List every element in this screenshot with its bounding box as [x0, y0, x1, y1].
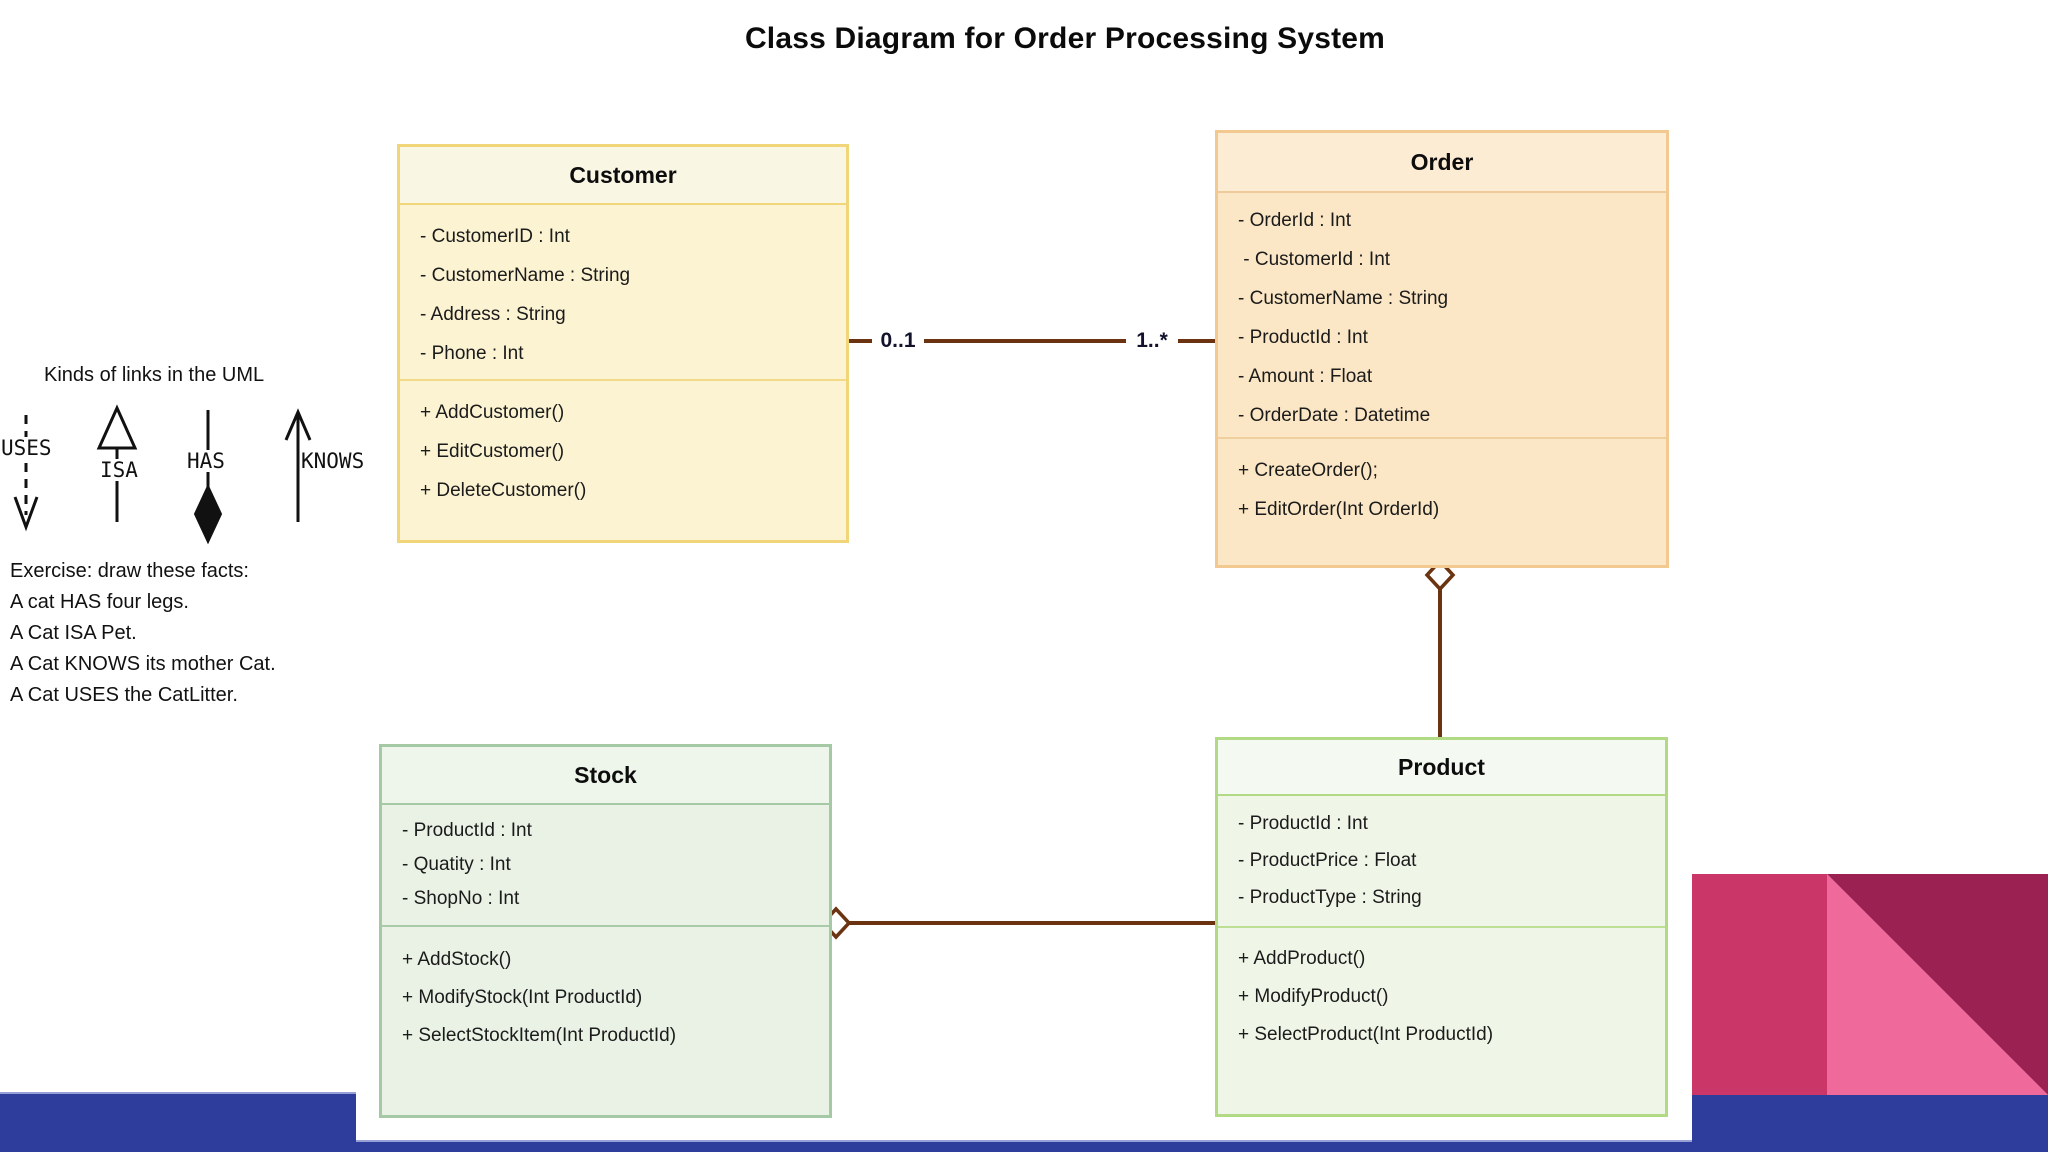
class-attributes: - ProductId : Int - Quatity : Int - ShopNo…: [382, 805, 829, 927]
class-methods: + AddCustomer() + EditCustomer() + DeleteC…: [400, 381, 846, 510]
method-row: + AddCustomer(): [420, 402, 565, 423]
pink-rectangle: [1692, 874, 1827, 1095]
method-row: + SelectStockItem(Int ProductId): [402, 1025, 677, 1046]
uses-label: USES: [0, 436, 53, 460]
method-row: + ModifyProduct(): [1238, 986, 1389, 1007]
knows-label: KNOWS: [300, 449, 366, 473]
attribute-row: - OrderDate : Datetime: [1238, 405, 1431, 426]
exercise-facts: A cat HAS four legs. A Cat ISA Pet. A Cat …: [10, 587, 276, 711]
multiplicity-customer-side: 0..1: [872, 326, 924, 356]
attribute-row: - Quatity : Int: [402, 854, 511, 875]
class-methods: + AddProduct() + ModifyProduct() + SelectP…: [1218, 928, 1665, 1054]
method-row: + AddStock(): [402, 949, 512, 970]
page-title: Class Diagram for Order Processing Syste…: [744, 22, 1386, 55]
class-name: Product: [1218, 740, 1665, 796]
attribute-row: - ProductPrice : Float: [1238, 850, 1417, 871]
attribute-row: - OrderId : Int: [1238, 210, 1351, 231]
bottom-bar-left: [0, 1092, 356, 1152]
class-box-order: Order - OrderId : Int - CustomerId : Int…: [1215, 130, 1669, 568]
has-label: HAS: [186, 449, 226, 473]
bottom-strip: [356, 1140, 2048, 1152]
class-name: Customer: [400, 147, 846, 205]
attribute-row: - ProductId : Int: [1238, 327, 1368, 348]
method-row: + CreateOrder();: [1238, 460, 1378, 481]
attribute-row: - CustomerId : Int: [1238, 249, 1391, 270]
exercise-fact: A Cat KNOWS its mother Cat.: [10, 653, 276, 675]
pink-square: [1827, 874, 2048, 1095]
method-row: + EditOrder(Int OrderId): [1238, 499, 1440, 520]
attribute-row: - CustomerID : Int: [420, 226, 570, 247]
exercise-intro: Exercise: draw these facts:: [10, 560, 249, 582]
knows-arrow-icon: [284, 408, 312, 522]
exercise-fact: A Cat ISA Pet.: [10, 622, 137, 644]
class-box-product: Product - ProductId : Int - ProductPrice …: [1215, 737, 1668, 1117]
attribute-row: - CustomerName : String: [420, 265, 631, 286]
class-box-customer: Customer - CustomerID : Int - CustomerNam…: [397, 144, 849, 543]
uml-link-glyphs: [13, 404, 312, 545]
attribute-row: - Phone : Int: [420, 343, 524, 364]
class-methods: + CreateOrder(); + EditOrder(Int OrderId): [1218, 439, 1666, 529]
method-row: + SelectProduct(Int ProductId): [1238, 1024, 1494, 1045]
method-row: + ModifyStock(Int ProductId): [402, 987, 643, 1008]
uses-dashed-arrow-icon: [13, 415, 39, 532]
class-box-stock: Stock - ProductId : Int- Quatity : Int- …: [379, 744, 832, 1118]
method-row: + AddProduct(): [1238, 948, 1366, 969]
class-attributes: - ProductId : Int - ProductPrice : Float -…: [1218, 796, 1665, 928]
aggregation-stock-product: [820, 906, 1215, 940]
class-name: Order: [1218, 133, 1666, 193]
attribute-row: - ProductType : String: [1238, 887, 1422, 908]
aggregation-order-product: [1424, 558, 1456, 737]
method-row: + EditCustomer(): [420, 441, 565, 462]
attribute-row: - ShopNo : Int: [402, 888, 520, 909]
attribute-row: - ProductId : Int: [1238, 813, 1368, 834]
method-row: + DeleteCustomer(): [420, 480, 587, 501]
exercise-fact: A cat HAS four legs.: [10, 591, 189, 613]
has-diamond-arrow-icon: [193, 410, 223, 545]
uml-links-heading: Kinds of links in the UML: [44, 364, 265, 386]
attribute-row: - ProductId : Int: [402, 820, 532, 841]
attribute-row: - Address : String: [420, 304, 566, 325]
isa-label: ISA: [99, 458, 139, 482]
class-methods: + AddStock() + ModifyStock(Int ProductId)…: [382, 927, 829, 1055]
class-attributes: - CustomerID : Int - CustomerName : Strin…: [400, 205, 846, 381]
class-attributes: - OrderId : Int - CustomerId : Int - Cust…: [1218, 193, 1666, 439]
attribute-row: - Amount : Float: [1238, 366, 1373, 387]
class-name: Stock: [382, 747, 829, 805]
attribute-row: - CustomerName : String: [1238, 288, 1449, 309]
exercise-fact: A Cat USES the CatLitter.: [10, 684, 238, 706]
bottom-bar-right: [1692, 1095, 2048, 1152]
multiplicity-order-side: 1..*: [1126, 326, 1178, 356]
exercise-note: Exercise: draw these facts: A cat HAS fo…: [10, 556, 276, 711]
